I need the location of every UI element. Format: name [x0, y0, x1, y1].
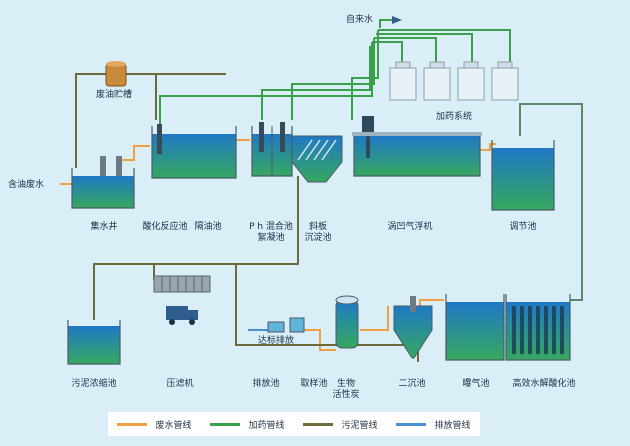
- wastewater-pipes: [60, 139, 496, 351]
- collection-well: [71, 156, 135, 209]
- legend-swatch-wastewater: [117, 422, 148, 426]
- legend-item-sludge: 污泥管线: [303, 418, 378, 431]
- discharge-pool: [267, 321, 285, 333]
- legend: 废水管线 加药管线 污泥管线 排放管线: [108, 412, 480, 436]
- bio-activated-carbon: [335, 295, 359, 349]
- label-inclined-plate-1: 斜板: [308, 222, 328, 232]
- label-secondary-clarifier: 二沉池: [398, 379, 426, 389]
- ph-mixing-tank: [251, 122, 293, 177]
- dosing-tanks: [389, 61, 519, 101]
- waste-oil-pipes: [75, 73, 226, 168]
- legend-item-wastewater: 废水管线: [117, 418, 192, 431]
- hydrolysis-tank: [505, 294, 571, 361]
- legend-label-sludge: 污泥管线: [341, 420, 378, 431]
- legend-swatch-sludge: [303, 422, 334, 426]
- vortex-flotation-machine: [352, 116, 482, 177]
- legend-label-dosing: 加药管线: [248, 420, 285, 431]
- secondary-clarifier: [393, 296, 433, 359]
- label-waste-oil-tank: 废油贮槽: [96, 90, 133, 100]
- label-bio-carbon-2: 活性炭: [332, 390, 360, 400]
- waste-oil-tank: [105, 61, 127, 87]
- legend-item-discharge: 排放管线: [396, 418, 471, 431]
- tap-water-pipe: [379, 19, 392, 28]
- label-vortex-flotation: 涡凹气浮机: [387, 222, 433, 232]
- aeration-tank: [445, 294, 505, 361]
- label-sludge-thickener: 污泥浓缩池: [71, 379, 117, 389]
- inclined-plate-settler: [291, 135, 343, 183]
- legend-swatch-dosing: [210, 422, 241, 426]
- label-inclined-plate-2: 沉淀池: [304, 233, 332, 243]
- truck-icon: [166, 306, 198, 325]
- return-pipe: [519, 103, 583, 301]
- label-oil-separator: 隔油池: [194, 222, 222, 232]
- label-collection-well: 集水井: [90, 222, 118, 232]
- sludge-pipes: [93, 176, 419, 362]
- label-ph-mixing-2: 絮凝池: [257, 233, 285, 243]
- label-discharge-standard: 达标排放: [258, 336, 295, 346]
- legend-swatch-discharge: [396, 422, 427, 426]
- label-discharge-pool: 排放池: [252, 379, 280, 389]
- label-oily-wastewater: 含油废水: [8, 180, 45, 190]
- label-filter-press: 压滤机: [166, 379, 194, 389]
- tap-water-arrow-icon: [392, 16, 402, 24]
- label-dosing-system: 加药系统: [436, 112, 473, 122]
- label-hydrolysis-tank: 高效水解酸化池: [512, 379, 576, 389]
- label-equalization-tank: 调节池: [509, 222, 537, 232]
- filter-press: [153, 275, 211, 293]
- sampling-pool: [289, 317, 305, 333]
- acidification-tank: [151, 124, 237, 179]
- label-sampling-pool: 取样池: [300, 379, 328, 389]
- label-aeration-tank: 曝气池: [462, 379, 490, 389]
- legend-item-dosing: 加药管线: [210, 418, 285, 431]
- equalization-tank: [491, 140, 555, 211]
- label-tap-water: 自来水: [346, 15, 374, 25]
- legend-label-discharge: 排放管线: [434, 420, 471, 431]
- legend-label-wastewater: 废水管线: [155, 420, 192, 431]
- sludge-thickener: [67, 320, 121, 365]
- label-bio-carbon-1: 生物: [336, 379, 356, 389]
- label-acidification-tank: 酸化反应池: [142, 222, 188, 232]
- dosing-pipes: [159, 29, 511, 124]
- label-ph-mixing-1: P h 混合池: [249, 222, 293, 232]
